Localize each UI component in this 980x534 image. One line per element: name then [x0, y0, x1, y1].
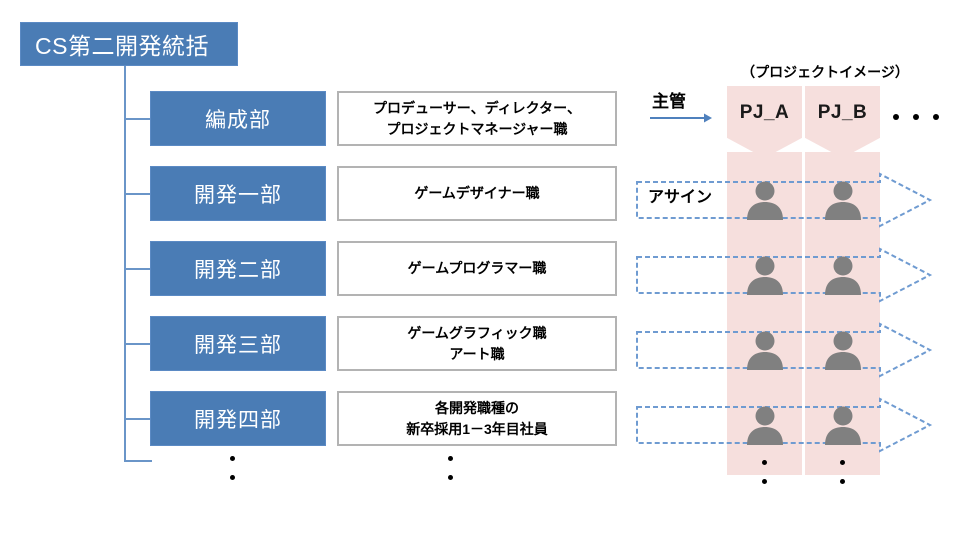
department-box-5[interactable]: 開発四部 — [150, 391, 326, 446]
dot — [933, 114, 939, 120]
department-more-dots — [230, 456, 235, 480]
assign-arrow-icon — [636, 172, 933, 228]
tree-branch-more — [124, 460, 152, 462]
org-root-box: CS第二開発統括 — [20, 22, 238, 66]
department-roles-box-5: 各開発職種の 新卒採用1－3年目社員 — [337, 391, 617, 446]
project-more-dots — [893, 114, 939, 120]
project-column-a-more-dots — [762, 460, 767, 484]
dot — [840, 460, 845, 465]
person-icon — [825, 406, 861, 445]
department-box-2[interactable]: 開発一部 — [150, 166, 326, 221]
tree-branch-4 — [124, 343, 152, 345]
project-label: PJ_A — [739, 102, 790, 123]
person-icon — [747, 181, 783, 220]
tree-branch-1 — [124, 118, 152, 120]
dot — [448, 456, 453, 461]
department-roles-box-1: プロデューサー、ディレクター、 プロジェクトマネージャー職 — [337, 91, 617, 146]
department-label: 開発三部 — [194, 333, 282, 357]
person-icon — [747, 406, 783, 445]
department-roles-box-3: ゲームプログラマー職 — [337, 241, 617, 296]
tree-branch-2 — [124, 193, 152, 195]
role-line: 各開発職種の — [435, 400, 519, 417]
department-label: 開発四部 — [194, 408, 282, 432]
dot — [230, 456, 235, 461]
department-box-4[interactable]: 開発三部 — [150, 316, 326, 371]
org-root-label: CS第二開発統括 — [35, 33, 209, 59]
project-banner-a[interactable]: PJ_A — [727, 86, 802, 158]
role-line: ゲームプログラマー職 — [407, 260, 547, 277]
department-label: 開発一部 — [194, 183, 282, 207]
assign-label: アサイン — [648, 189, 713, 206]
supervision-arrow-icon — [650, 113, 712, 123]
role-line: アート職 — [449, 345, 505, 362]
dot — [913, 114, 919, 120]
project-banner-b[interactable]: PJ_B — [805, 86, 880, 158]
tree-trunk-line — [124, 66, 126, 462]
assign-arrow-icon — [636, 322, 933, 378]
department-box-1[interactable]: 編成部 — [150, 91, 326, 146]
project-label: PJ_B — [817, 102, 868, 123]
tree-branch-5 — [124, 418, 152, 420]
department-roles-box-2: ゲームデザイナー職 — [337, 166, 617, 221]
assignment-arrow-row-1 — [636, 172, 933, 228]
dot — [762, 460, 767, 465]
person-icon — [825, 256, 861, 295]
person-icon — [825, 181, 861, 220]
project-image-caption: （プロジェクトイメージ） — [741, 64, 909, 80]
dot — [762, 479, 767, 484]
assign-arrow-icon — [636, 247, 933, 303]
tree-branch-3 — [124, 268, 152, 270]
dot — [893, 114, 899, 120]
role-line: ゲームデザイナー職 — [414, 185, 540, 202]
assignment-arrow-row-2 — [636, 247, 933, 303]
person-icon — [825, 331, 861, 370]
role-line: ゲームグラフィック職 — [407, 325, 547, 342]
role-line: プロデューサー、ディレクター、 — [373, 100, 581, 117]
role-line: プロジェクトマネージャー職 — [386, 120, 568, 137]
assignment-arrow-row-3 — [636, 322, 933, 378]
role-line: 新卒採用1－3年目社員 — [406, 420, 548, 437]
assign-arrow-icon — [636, 397, 933, 453]
department-roles-box-4: ゲームグラフィック職 アート職 — [337, 316, 617, 371]
dot — [230, 475, 235, 480]
roles-more-dots — [448, 456, 453, 480]
person-icon — [747, 331, 783, 370]
assignment-arrow-row-4 — [636, 397, 933, 453]
department-label: 編成部 — [205, 108, 271, 132]
supervision-label: 主管 — [652, 92, 686, 111]
dot — [448, 475, 453, 480]
project-column-b-more-dots — [840, 460, 845, 484]
department-box-3[interactable]: 開発二部 — [150, 241, 326, 296]
dot — [840, 479, 845, 484]
department-label: 開発二部 — [194, 258, 282, 282]
person-icon — [747, 256, 783, 295]
